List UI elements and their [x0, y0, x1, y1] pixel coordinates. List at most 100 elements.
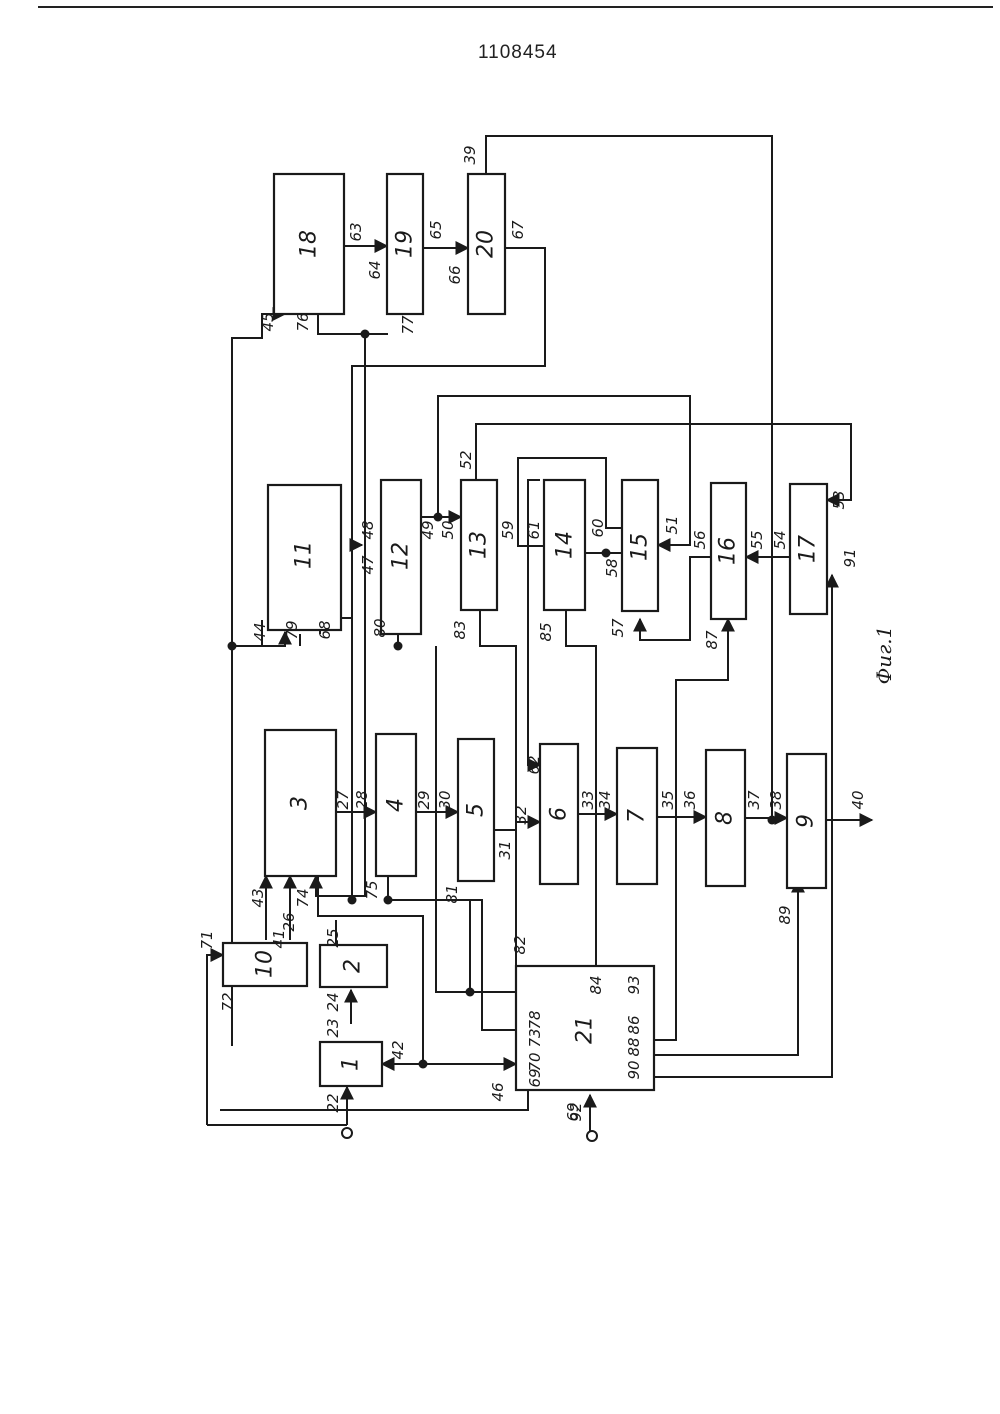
pin-label: 29 — [415, 790, 433, 809]
pin-label: 79 — [283, 620, 301, 639]
pin-label: 91 — [841, 548, 859, 567]
block-12-label: 12 — [389, 542, 414, 570]
block-8-label: 8 — [713, 811, 738, 825]
pin-label: 56 — [691, 530, 709, 549]
pin-label: 38 — [767, 790, 785, 809]
block-20-label: 20 — [474, 230, 499, 258]
pin-label: 84 — [587, 975, 605, 994]
pin-label: 72 — [219, 992, 237, 1011]
block-2-label: 2 — [341, 959, 366, 973]
pin-label: 43 — [249, 888, 267, 907]
pin-label: 60 — [589, 518, 607, 537]
pin-label: 32 — [512, 805, 530, 824]
junction-dot — [394, 642, 403, 651]
pin-label: 63 — [347, 222, 365, 241]
junction-dot — [434, 513, 443, 522]
pin-label: 34 — [596, 790, 614, 809]
pin-label: 57 — [609, 618, 627, 638]
pin-label: 86 — [625, 1015, 643, 1034]
pin-label: 47 — [359, 555, 377, 575]
pin-label: 23 — [324, 1018, 342, 1037]
junction-dot — [228, 642, 237, 651]
pin-label: 80 — [371, 618, 389, 637]
pin-label: 67 — [509, 220, 527, 240]
pin-label: 93 — [625, 975, 643, 994]
block-14-label: 14 — [553, 531, 578, 559]
block-17-label: 17 — [796, 535, 821, 563]
pin-label: 61 — [525, 520, 543, 539]
block-10-label: 10 — [253, 950, 278, 978]
pin-label: 62 — [525, 755, 543, 774]
block-5-label: 5 — [464, 803, 489, 817]
wire-72-71 — [207, 955, 223, 1125]
pin-label: 71 — [198, 930, 216, 949]
pin-label: 42 — [389, 1040, 407, 1059]
junction-dot — [419, 1060, 428, 1069]
block-15-label: 15 — [628, 533, 653, 561]
pin-label: 68 — [316, 620, 334, 639]
pin-label: 81 — [443, 884, 461, 903]
pin-label: 90 — [625, 1060, 643, 1079]
block-1-label: 1 — [339, 1057, 364, 1071]
pin-label: 73 — [526, 1028, 544, 1047]
block-21-label: 21 — [573, 1016, 598, 1044]
block-6-label: 6 — [547, 807, 572, 821]
block-18-label: 18 — [297, 230, 322, 258]
pin-label: 24 — [324, 992, 342, 1011]
pin-label: 31 — [496, 840, 514, 859]
junction-dot — [602, 549, 611, 558]
pin-label: 58 — [603, 558, 621, 577]
junction-dot — [768, 816, 777, 825]
pin-label: 59 — [499, 520, 517, 539]
pin-label: 39 — [461, 145, 479, 164]
pin-label: 22 — [324, 1093, 342, 1112]
pin-label: 41 — [270, 929, 288, 948]
pin-label: 89 — [776, 905, 794, 924]
pin-label: 49 — [419, 520, 437, 539]
figure-caption: Фиг.1 — [872, 626, 896, 685]
pin-label: 27 — [334, 790, 352, 810]
junction-dot — [348, 896, 357, 905]
pin-label: 77 — [399, 315, 417, 335]
pin-label: 44 — [251, 622, 269, 641]
pin-label: 48 — [359, 520, 377, 539]
pin-label: 36 — [681, 790, 699, 809]
pin-label: 82 — [511, 935, 529, 954]
junction-dot — [466, 988, 475, 997]
junction-dot — [361, 330, 370, 339]
block-3-label: 3 — [288, 796, 313, 810]
pin-label: 51 — [663, 515, 681, 534]
block-13-label: 13 — [467, 531, 492, 559]
pin-label: 25 — [324, 928, 342, 947]
pin-label: 50 — [439, 520, 457, 539]
block-16-label: 16 — [716, 537, 741, 565]
pin-label: 88 — [625, 1037, 643, 1056]
input-terminal-92 — [587, 1131, 597, 1141]
pin-label: 35 — [659, 790, 677, 809]
block-11-label: 11 — [292, 541, 317, 569]
wire-89-88 — [640, 880, 798, 1055]
pin-label: 46 — [489, 1082, 507, 1101]
pin-label: 40 — [849, 790, 867, 809]
junction-dot — [384, 896, 393, 905]
block-7-label: 7 — [625, 809, 650, 823]
pin-label: 78 — [526, 1010, 544, 1029]
wire-75-73 — [388, 900, 516, 1030]
pin-label: 64 — [366, 260, 384, 279]
block-19-label: 19 — [393, 230, 418, 258]
pin-label: 69 — [526, 1068, 544, 1087]
pin-label: 28 — [353, 790, 371, 809]
pin-label: 87 — [703, 630, 721, 650]
pin-label: 92 — [567, 1102, 585, 1121]
pin-label: 54 — [771, 530, 789, 549]
pin-label: 30 — [436, 790, 454, 809]
block-9-label: 9 — [794, 814, 819, 828]
pin-label: 65 — [427, 220, 445, 239]
pin-label: 55 — [748, 530, 766, 549]
pin-label: 45 — [259, 312, 277, 331]
pin-label: 83 — [451, 620, 469, 639]
pin-label: 26 — [280, 912, 298, 931]
pin-label: 76 — [294, 312, 312, 331]
